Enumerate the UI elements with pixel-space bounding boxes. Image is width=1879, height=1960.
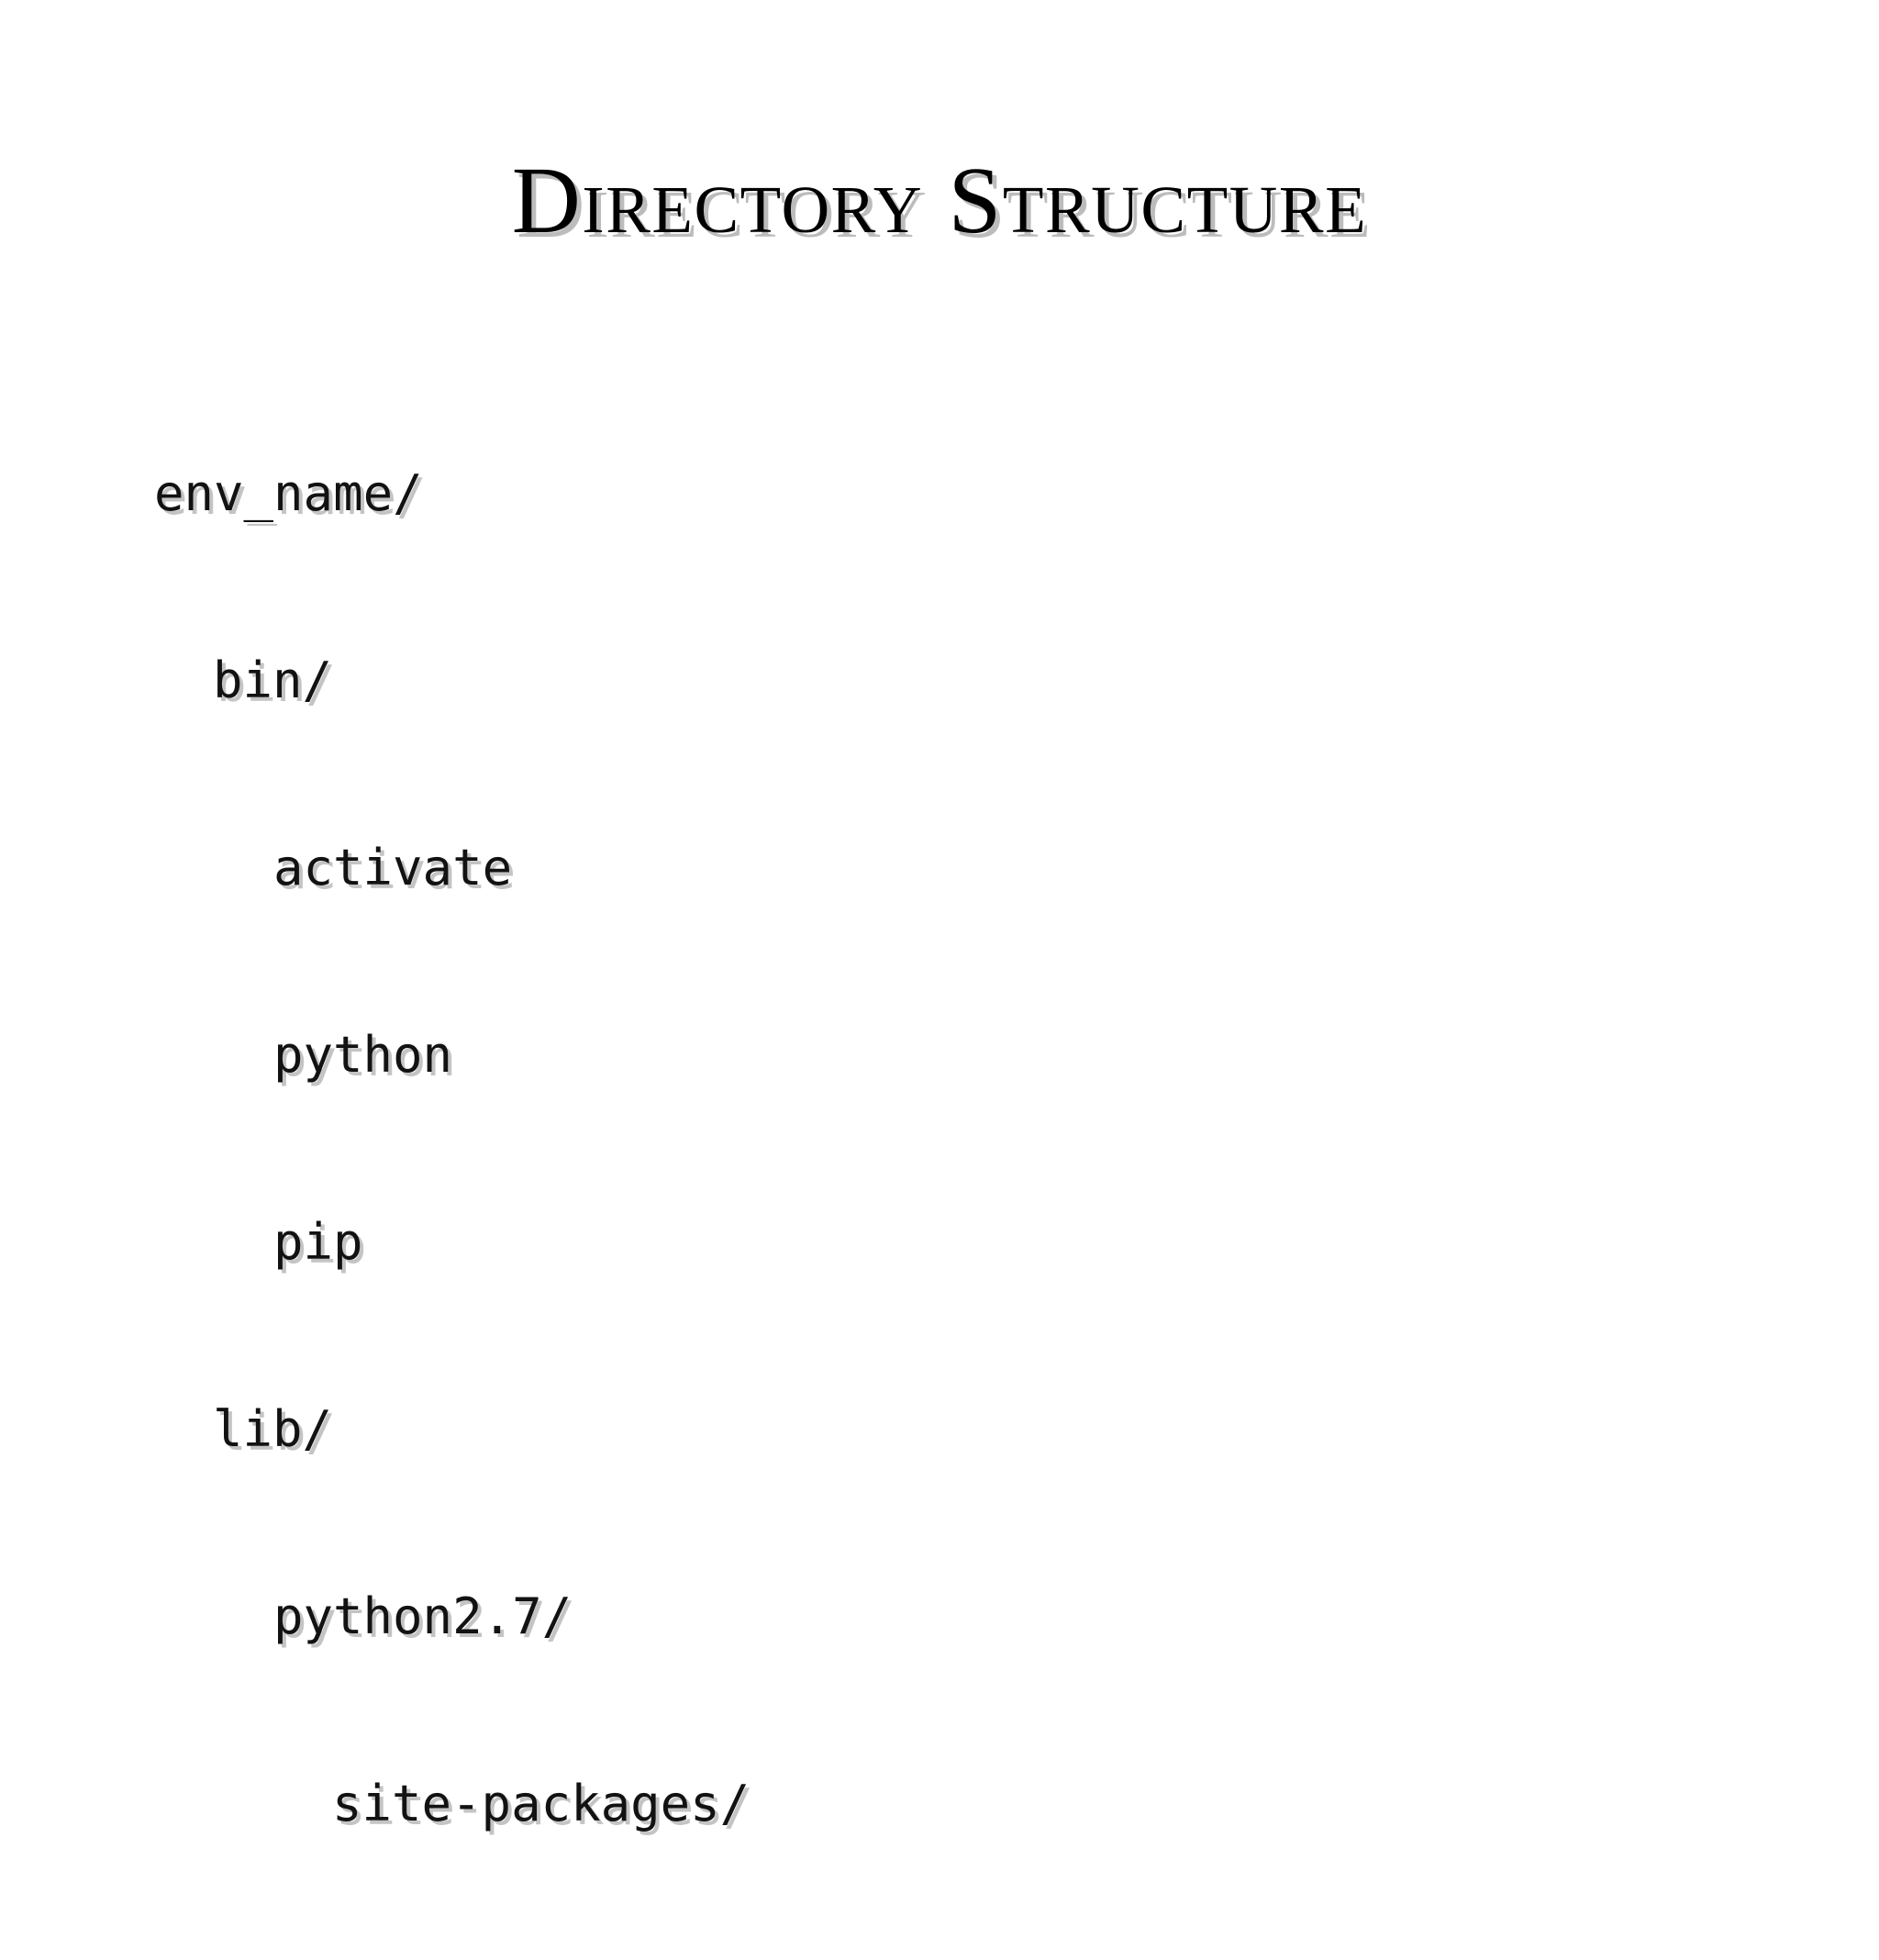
slide: Directory Structure env_name/ bin/ activ… — [154, 147, 1368, 1832]
tree-line: python2.7/ — [273, 1587, 573, 1645]
tree-line: bin/ — [213, 651, 333, 709]
tree-line: activate — [273, 839, 513, 896]
tree-line: env_name/ — [154, 464, 423, 522]
tree-line: python — [273, 1026, 453, 1084]
tree-line: lib/ — [213, 1400, 333, 1458]
tree-line: pip — [273, 1213, 363, 1271]
page-title: Directory Structure — [511, 147, 1368, 253]
directory-tree: env_name/ bin/ activate python pip lib/ … — [154, 338, 750, 1960]
tree-line: site-packages/ — [332, 1775, 750, 1832]
